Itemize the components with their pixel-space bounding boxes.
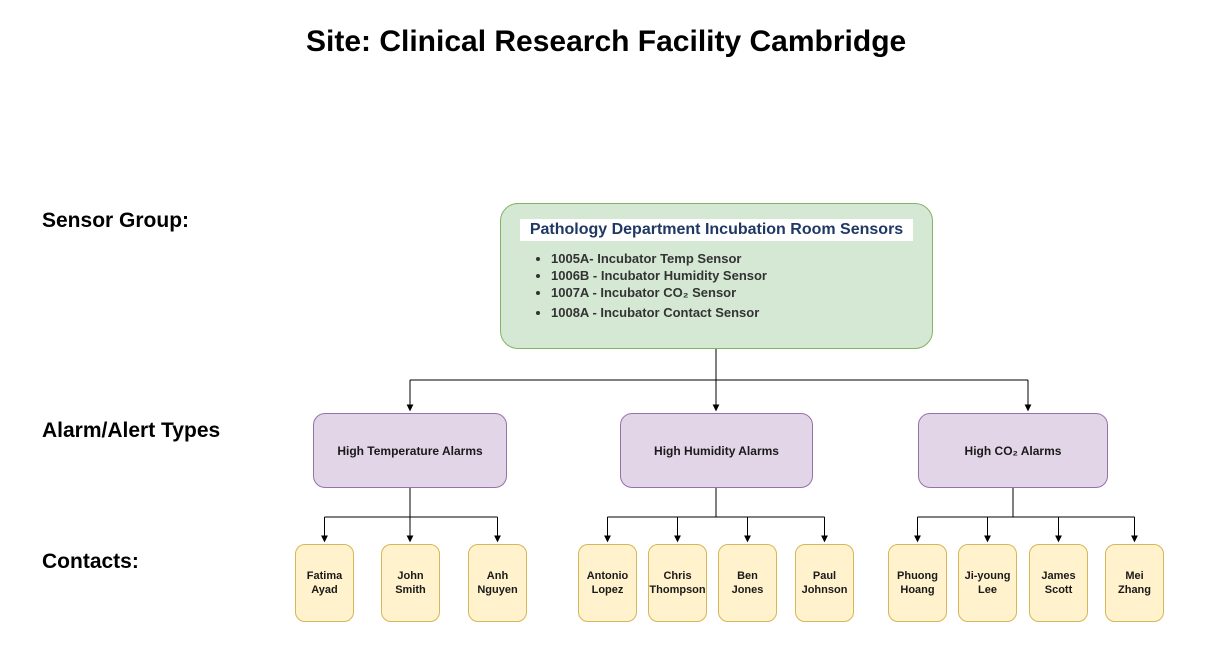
alarm-node-high-humidity: High Humidity Alarms xyxy=(620,413,813,488)
connector-sensor-to-alarm-bus xyxy=(410,349,1028,381)
contact-node-phuong-hoang: Phuong Hoang xyxy=(888,544,947,622)
sensor-group-node: Pathology Department Incubation Room Sen… xyxy=(500,203,933,349)
row-label-contacts: Contacts: xyxy=(42,550,139,573)
sensor-list: 1005A- Incubator Temp Sensor 1006B - Inc… xyxy=(501,250,932,321)
sensor-item: 1005A- Incubator Temp Sensor xyxy=(551,250,932,267)
sensor-item: 1007A - Incubator CO₂ Sensor xyxy=(551,284,932,301)
sensor-group-title: Pathology Department Incubation Room Sen… xyxy=(519,219,914,241)
contact-node-anh-nguyen: Anh Nguyen xyxy=(468,544,527,622)
contact-node-ben-jones: Ben Jones xyxy=(718,544,777,622)
page-title: Site: Clinical Research Facility Cambrid… xyxy=(306,25,907,58)
sensor-item: 1006B - Incubator Humidity Sensor xyxy=(551,267,932,284)
alarm-node-high-co2: High CO₂ Alarms xyxy=(918,413,1108,488)
sensor-item: 1008A - Incubator Contact Sensor xyxy=(551,304,932,321)
connector-humidity-bus xyxy=(607,488,825,518)
row-label-sensor-group: Sensor Group: xyxy=(42,209,190,232)
contact-node-paul-johnson: Paul Johnson xyxy=(795,544,854,622)
contact-node-mei-zhang: Mei Zhang xyxy=(1105,544,1164,622)
contact-node-james-scott: James Scott xyxy=(1029,544,1088,622)
contact-node-antonio-lopez: Antonio Lopez xyxy=(578,544,637,622)
connector-co2-bus xyxy=(917,488,1135,518)
row-label-alarm-types: Alarm/Alert Types xyxy=(42,419,221,442)
contact-node-fatima-ayad: Fatima Ayad xyxy=(295,544,354,622)
contact-node-ji-young-lee: Ji-young Lee xyxy=(958,544,1017,622)
alarm-node-high-temperature: High Temperature Alarms xyxy=(313,413,507,488)
connector-temp-bus xyxy=(324,488,498,518)
contact-node-john-smith: John Smith xyxy=(381,544,440,622)
contact-node-chris-thompson: Chris Thompson xyxy=(648,544,707,622)
